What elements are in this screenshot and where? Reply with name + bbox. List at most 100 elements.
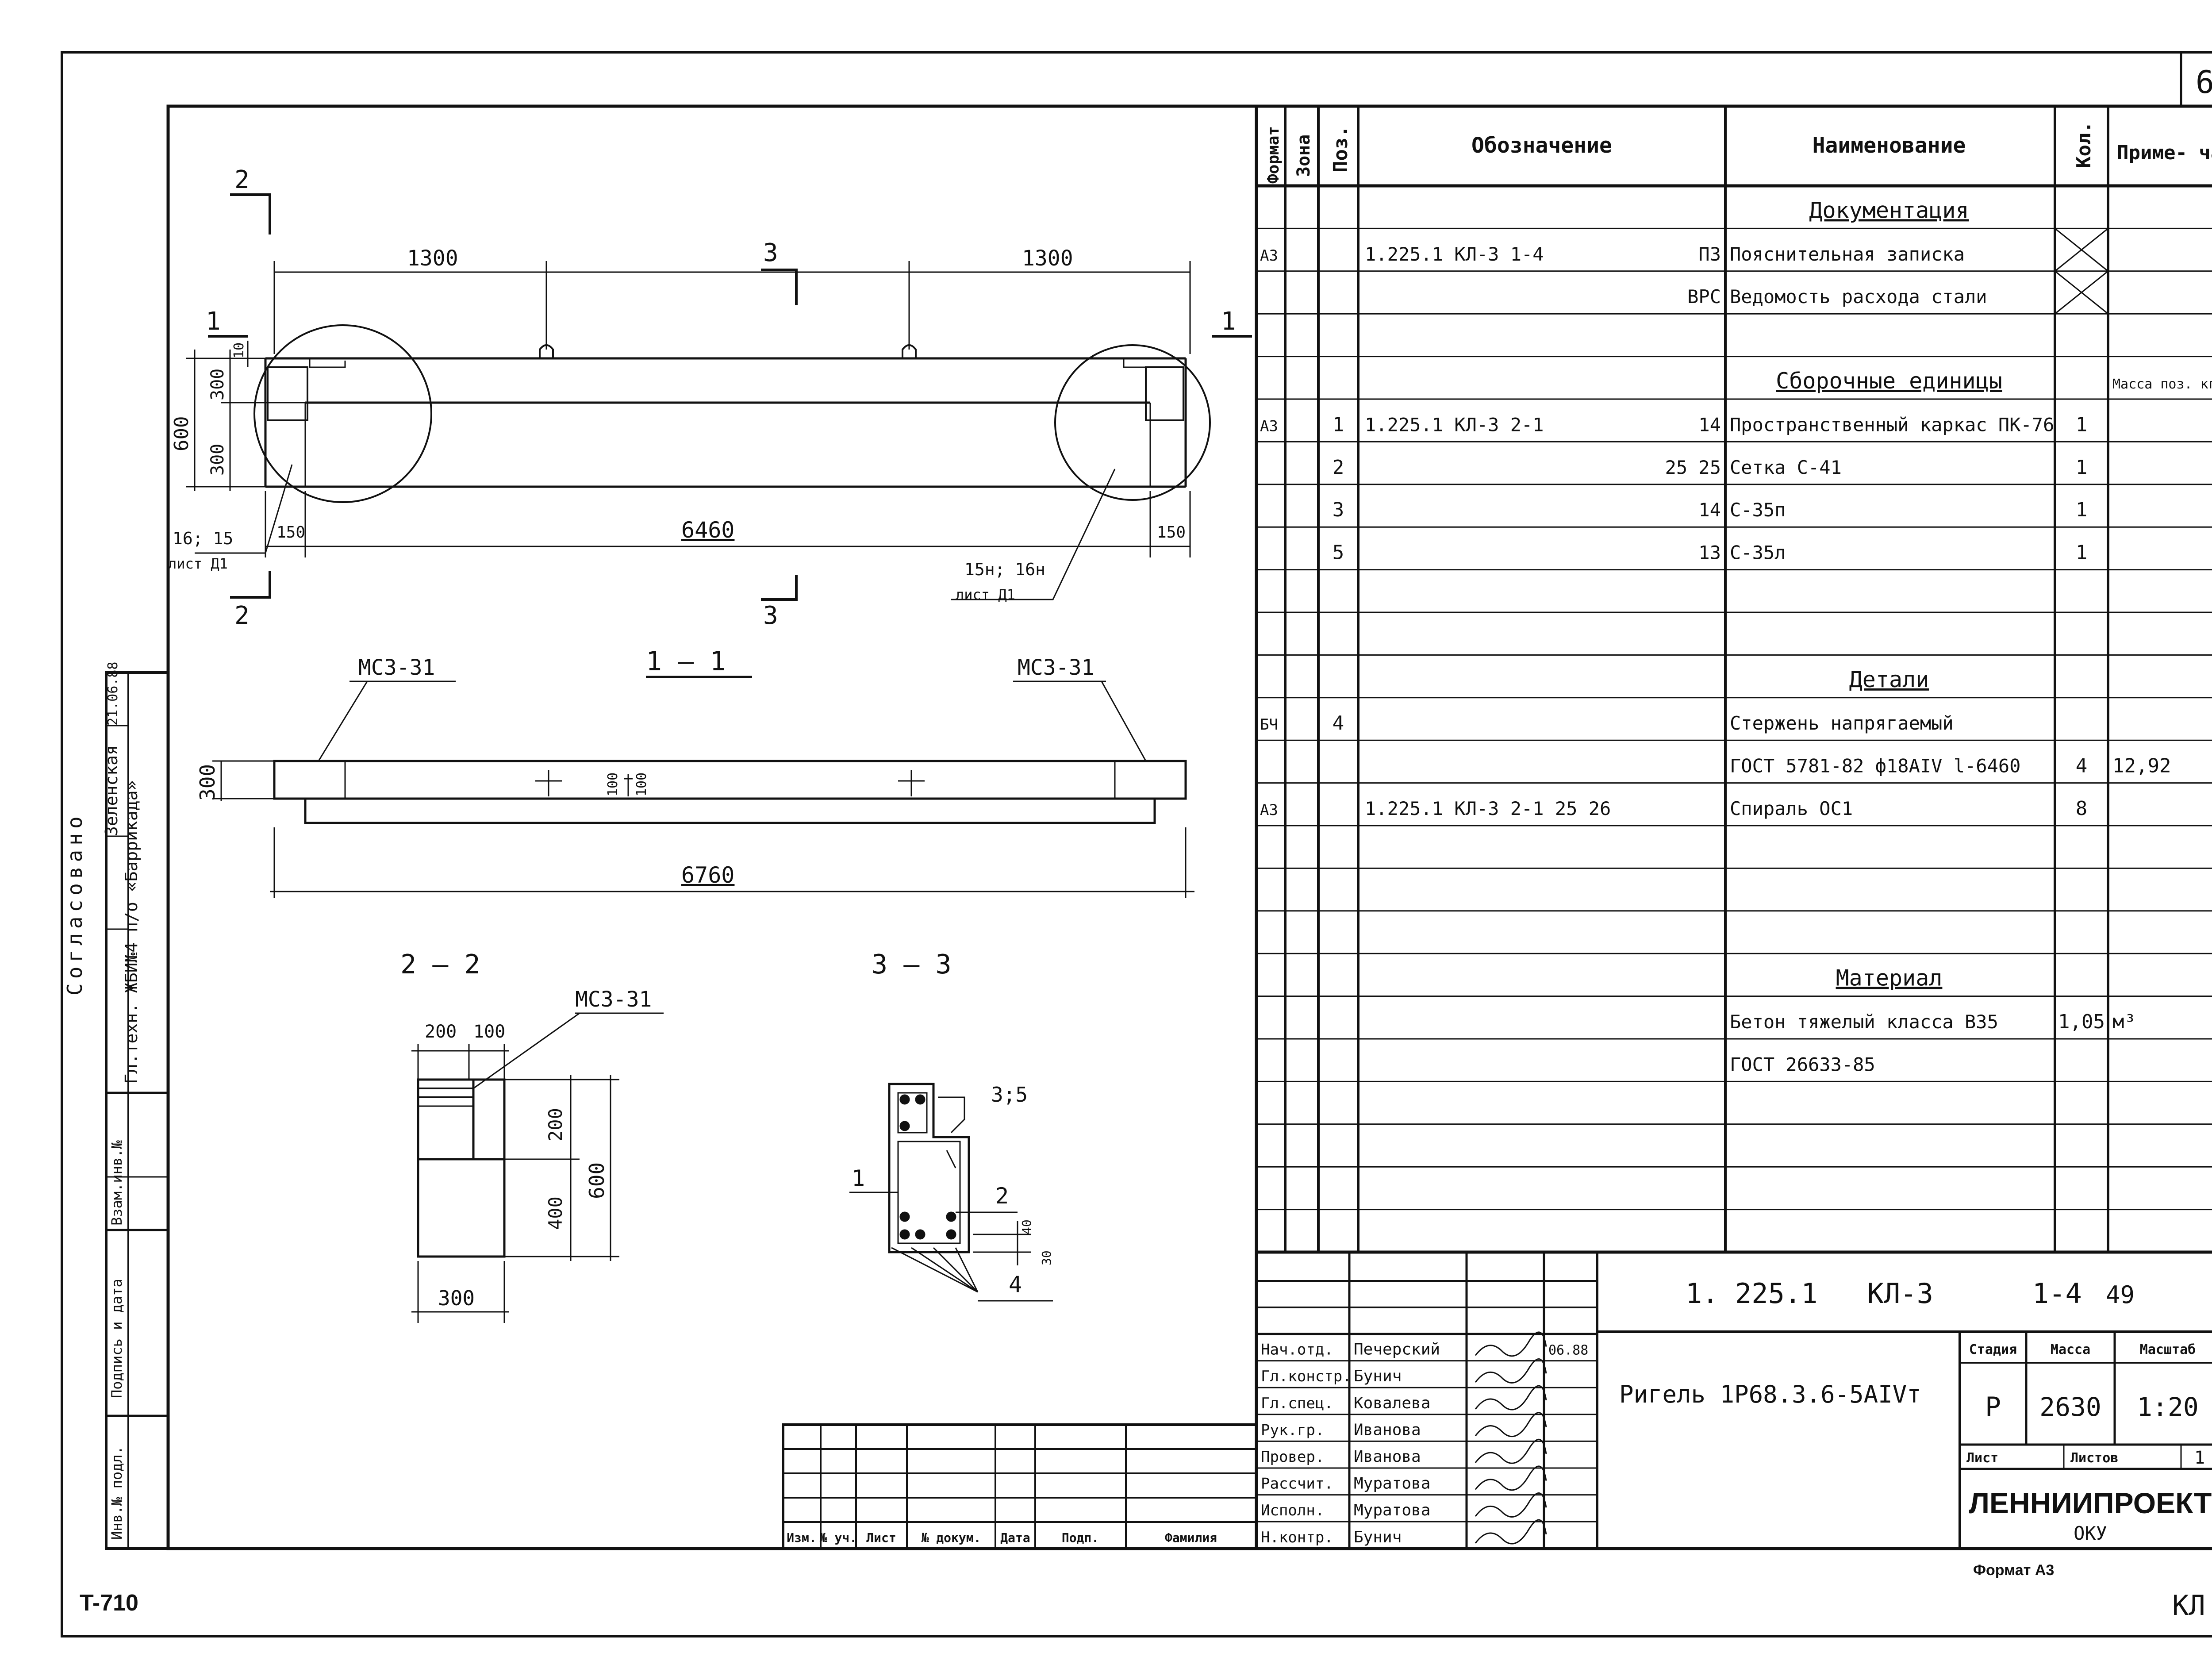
section-2-labels: 2 — 2 МС3-31 200 100 200 400 600 300 (400, 949, 652, 1310)
change-header: Подп. (1062, 1530, 1099, 1545)
spec-header-designation: Обозначение (1471, 133, 1612, 158)
signature-mark (1475, 1492, 1547, 1518)
section-2-dim-6: 300 (438, 1286, 475, 1310)
section-2-dim-2: 100 (473, 1022, 505, 1042)
sheets-value: 1 (2194, 1448, 2205, 1468)
approval-cell-2: Зеленская (102, 745, 121, 836)
stamp-cell-inv: Инв.№ подл. (108, 1446, 125, 1540)
spec-row: ГОСТ 26633-85 (1730, 1053, 1875, 1075)
role-row: Нач.отд. Печерский 06.88 (1261, 1331, 1588, 1359)
role-person: Печерский (1354, 1341, 1440, 1359)
spec-cell-des2: 25 25 (1665, 457, 1721, 478)
org-name: ЛЕННИИПРОЕКТ (1969, 1487, 2212, 1519)
mass-label: Масса (2051, 1342, 2090, 1357)
spec-cell-name: Пояснительная записка (1730, 243, 1965, 265)
spec-cell-des2: 14 (1698, 499, 1721, 521)
role-row: Исполн. Муратова (1261, 1492, 1547, 1519)
cut-mark-3-bottom: 3 (763, 601, 778, 630)
signature-mark (1475, 1331, 1547, 1357)
section-3-label-35: 3;5 (991, 1083, 1028, 1107)
org-dept: ОКУ (2074, 1522, 2107, 1544)
spec-cell-note: 12,92 (2112, 755, 2171, 777)
scale-value: 1:20 (2137, 1392, 2199, 1422)
section-2-label: МС3-31 (575, 987, 652, 1012)
spec-cell-des2: 14 (1698, 414, 1721, 435)
cut-mark-2-top: 2 (234, 165, 250, 194)
approval-title: Согласовано (63, 812, 87, 996)
sheet-label: Лист (1966, 1450, 1998, 1466)
stage-label: Стадия (1969, 1342, 2017, 1357)
mass-value: 2630 (2039, 1392, 2101, 1422)
spec-cell-format: А3 (1260, 247, 1278, 265)
corner-mark: КЛ (2172, 1589, 2205, 1622)
role-row: Гл.спец.Ковалева (1261, 1385, 1547, 1412)
role-row: Н.контр.Бунич (1261, 1519, 1547, 1546)
plan-label-left: МС3-31 (358, 655, 435, 680)
change-header: Лист (866, 1530, 896, 1545)
title-block (1255, 1250, 2212, 1550)
signature-mark (1475, 1519, 1547, 1545)
inventory-code: T-710 (80, 1590, 138, 1616)
spec-cell-qty: 8 (2076, 797, 2088, 820)
spec-cell-name: Спираль ОС1 (1730, 798, 1853, 819)
spec-row: Документация (1809, 197, 1969, 223)
spec-cell-name: Документация (1809, 197, 1969, 223)
section-3-dim-b: 30 (1039, 1250, 1054, 1265)
section-2-title: 2 — 2 (400, 949, 480, 980)
section-2-dim-4: 400 (545, 1196, 566, 1230)
doc-code: 1. 225.1 КЛ-3 1-4 (1686, 1277, 2082, 1310)
plan-label-right: МС3-31 (1018, 655, 1094, 680)
section-3-dim-a: 40 (1019, 1219, 1034, 1234)
section-3-view (849, 1083, 1053, 1302)
signature-mark (1475, 1465, 1547, 1491)
section-3-labels: 3 — 3 3;5 1 2 4 40 30 (852, 949, 1054, 1297)
elev-note-right-2: лист Д1 (956, 586, 1015, 603)
elev-dim-top-right: 1300 (1022, 246, 1073, 271)
spec-header-format: Формат (1264, 126, 1283, 184)
spec-header-note: Приме- чание (2117, 142, 2212, 164)
cut-mark-3-top: 3 (763, 238, 778, 267)
role-person: Муратова (1354, 1501, 1430, 1519)
spec-cell-name: Стержень напрягаемый (1730, 712, 1954, 734)
approval-cell-3: 21.06.88 (105, 662, 121, 726)
scale-label: Масштаб (2140, 1342, 2196, 1357)
cut-mark-2-bottom: 2 (234, 601, 250, 630)
stamp-cell-sign: Подпись и дата (108, 1279, 125, 1398)
role-date: 06.88 (1548, 1343, 1588, 1358)
cross-mark (2055, 228, 2108, 272)
elev-note-left-2: лист Д1 (168, 555, 228, 572)
signature-mark (1475, 1358, 1547, 1384)
section-2-dim-1: 200 (425, 1022, 457, 1042)
spec-cell-qty: 1 (2076, 542, 2088, 564)
spec-header-qty: Кол. (2073, 121, 2095, 168)
spec-cell-pos: 3 (1333, 499, 1344, 521)
spec-cell-pos: 4 (1333, 712, 1344, 734)
role-title: Гл.спец. (1261, 1395, 1333, 1412)
role-title: Нач.отд. (1261, 1341, 1333, 1359)
product-name: Ригель 1Р68.3.6-5АIVт (1619, 1380, 1921, 1408)
spec-cell-des: 1.225.1 КЛ-3 2-1 (1365, 414, 1544, 435)
spec-cell-name: С-35п (1730, 499, 1786, 521)
spec-cell-des2: ПЗ (1698, 243, 1721, 265)
spec-cell-pos: 1 (1333, 413, 1344, 436)
spec-row: Детали (1849, 667, 1929, 692)
elev-dim-top-part: 300 (207, 369, 228, 400)
role-title: Рук.гр. (1261, 1421, 1324, 1439)
spec-cell-format: А3 (1260, 801, 1278, 819)
section-2-view (411, 1012, 664, 1323)
role-title: Провер. (1261, 1448, 1324, 1466)
spec-cell-name: Сборочные единицы (1776, 368, 2002, 394)
role-title: Исполн. (1261, 1502, 1324, 1519)
cut-mark-1-right: 1 (1221, 307, 1236, 336)
cross-mark (2055, 270, 2108, 315)
elev-dim-height: 600 (170, 416, 193, 451)
